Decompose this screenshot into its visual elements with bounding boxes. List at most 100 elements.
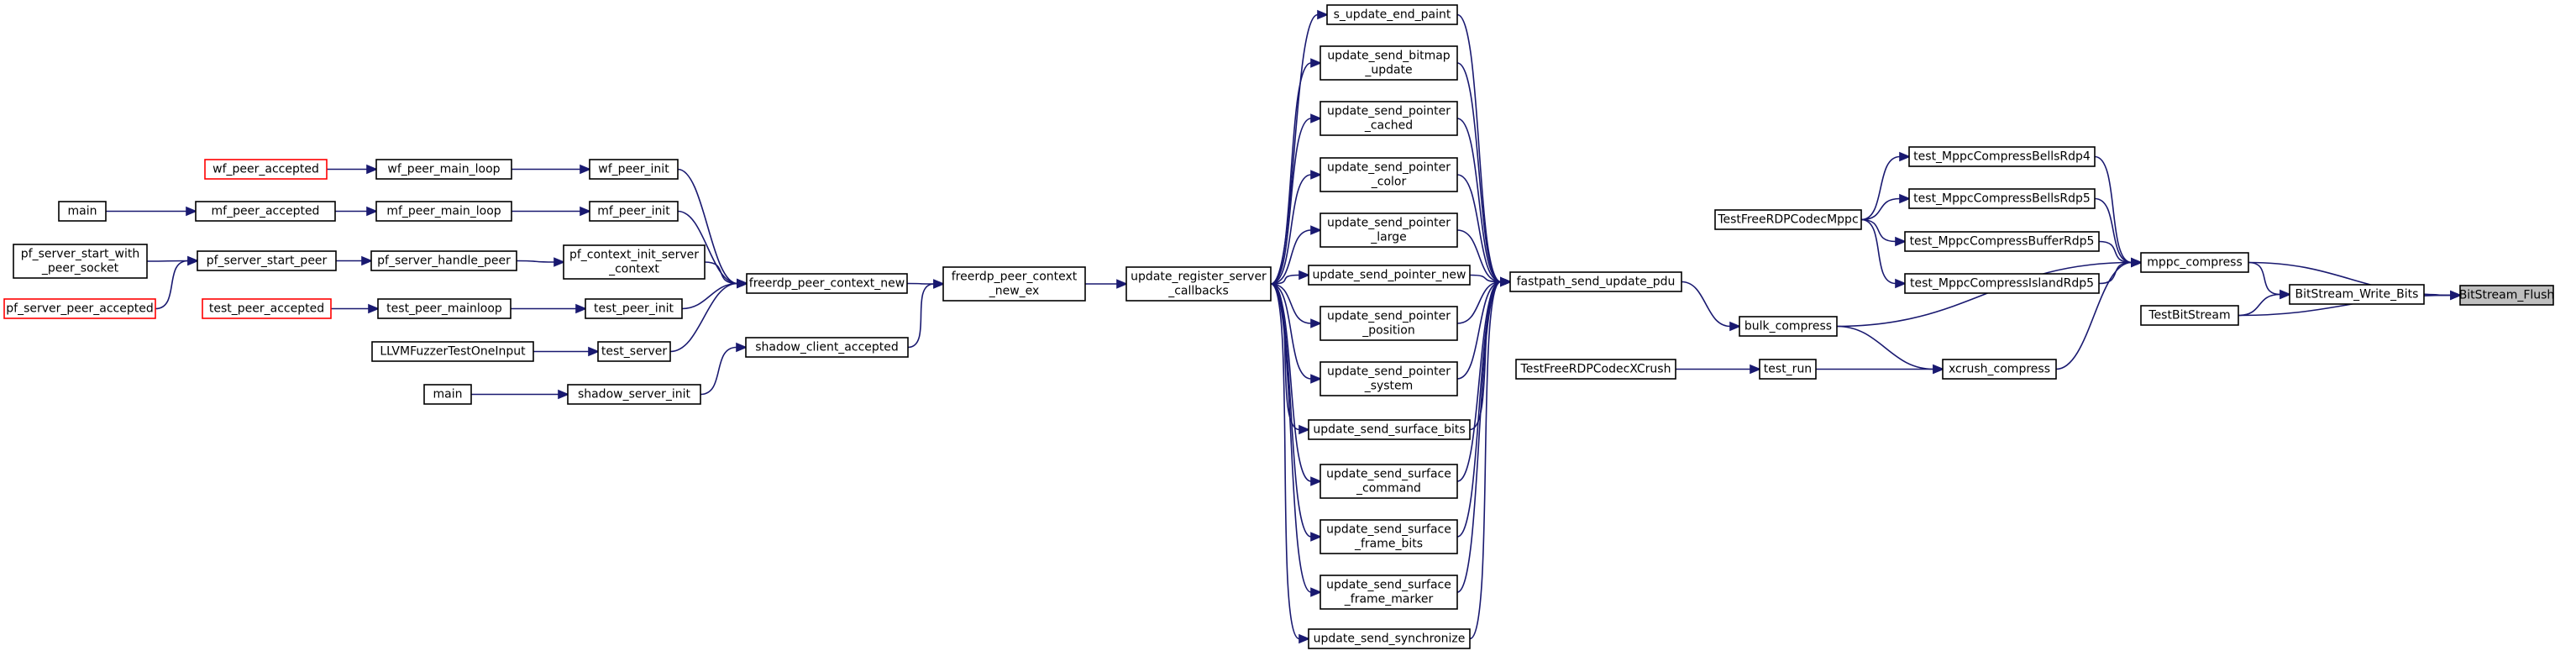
node-update_send_synchronize[interactable]: update_send_synchronize bbox=[1308, 628, 1471, 649]
node-llvmfuzzertestoneinput[interactable]: LLVMFuzzerTestOneInput bbox=[371, 341, 534, 362]
node-test_mppccompressbellsrdp4[interactable]: test_MppcCompressBellsRdp4 bbox=[1908, 146, 2096, 167]
node-bitstream_write_bits[interactable]: BitStream_Write_Bits bbox=[2289, 284, 2425, 305]
node-bitstream_flush[interactable]: BitStream_Flush bbox=[2459, 285, 2555, 306]
node-box-freerdp_peer_context_new[interactable] bbox=[746, 273, 908, 294]
node-box-pf_server_start_peer[interactable] bbox=[197, 250, 337, 271]
node-box-update_register_server_callbacks[interactable] bbox=[1125, 266, 1272, 302]
node-box-test_peer_mainloop[interactable] bbox=[377, 298, 512, 319]
node-update_send_pointer_system[interactable]: update_send_pointer_system bbox=[1319, 361, 1458, 396]
node-bulk_compress[interactable]: bulk_compress bbox=[1739, 316, 1838, 337]
node-box-fastpath_send_update_pdu[interactable] bbox=[1509, 271, 1682, 292]
node-box-test_peer_accepted[interactable] bbox=[202, 298, 332, 319]
node-box-update_send_pointer_system[interactable] bbox=[1319, 361, 1458, 396]
node-box-test_mppccompressislandrdp5[interactable] bbox=[1904, 273, 2100, 294]
node-update_send_pointer_large[interactable]: update_send_pointer_large bbox=[1319, 213, 1458, 248]
node-freerdp_peer_context_new[interactable]: freerdp_peer_context_new bbox=[746, 273, 908, 294]
node-pf_server_handle_peer[interactable]: pf_server_handle_peer bbox=[370, 250, 517, 271]
node-testbitstream[interactable]: TestBitStream bbox=[2140, 305, 2239, 326]
node-test_server[interactable]: test_server bbox=[597, 341, 671, 362]
node-test_mppccompressislandrdp5[interactable]: test_MppcCompressIslandRdp5 bbox=[1904, 273, 2100, 294]
node-box-main_mf[interactable] bbox=[58, 201, 107, 222]
node-test_peer_accepted[interactable]: test_peer_accepted bbox=[202, 298, 332, 319]
node-box-update_send_surface_frame_marker[interactable] bbox=[1319, 575, 1458, 610]
node-test_mppccompressbufferrdp5[interactable]: test_MppcCompressBufferRdp5 bbox=[1904, 231, 2100, 252]
node-wf_peer_init[interactable]: wf_peer_init bbox=[589, 159, 679, 180]
node-box-mf_peer_accepted[interactable] bbox=[195, 201, 336, 222]
node-update_send_surface_bits[interactable]: update_send_surface_bits bbox=[1308, 419, 1471, 440]
node-mf_peer_accepted[interactable]: mf_peer_accepted bbox=[195, 201, 336, 222]
node-box-mf_peer_init[interactable] bbox=[589, 201, 679, 222]
node-box-update_send_pointer_large[interactable] bbox=[1319, 213, 1458, 248]
node-box-shadow_client_accepted[interactable] bbox=[745, 337, 909, 358]
node-main_shadow[interactable]: main bbox=[423, 384, 472, 405]
node-box-test_mppccompressbufferrdp5[interactable] bbox=[1904, 231, 2100, 252]
node-box-pf_server_start_with_peer_socket[interactable] bbox=[13, 244, 148, 279]
node-update_send_surface_frame_marker[interactable]: update_send_surface_frame_marker bbox=[1319, 575, 1458, 610]
node-box-pf_server_peer_accepted[interactable] bbox=[3, 298, 156, 319]
node-update_send_bitmap_update[interactable]: update_send_bitmap_update bbox=[1319, 45, 1458, 81]
node-box-wf_peer_accepted[interactable] bbox=[204, 159, 328, 180]
node-mf_peer_init[interactable]: mf_peer_init bbox=[589, 201, 679, 222]
node-box-test_server[interactable] bbox=[597, 341, 671, 362]
node-update_send_pointer_new[interactable]: update_send_pointer_new bbox=[1308, 265, 1471, 286]
node-pf_server_start_peer[interactable]: pf_server_start_peer bbox=[197, 250, 337, 271]
node-box-update_send_pointer_cached[interactable] bbox=[1319, 101, 1458, 136]
node-shadow_client_accepted[interactable]: shadow_client_accepted bbox=[745, 337, 909, 358]
node-wf_peer_accepted[interactable]: wf_peer_accepted bbox=[204, 159, 328, 180]
node-mf_peer_main_loop[interactable]: mf_peer_main_loop bbox=[375, 201, 512, 222]
node-box-shadow_server_init[interactable] bbox=[567, 384, 701, 405]
node-xcrush_compress[interactable]: xcrush_compress bbox=[1942, 359, 2057, 380]
node-test_peer_init[interactable]: test_peer_init bbox=[585, 298, 683, 319]
node-update_register_server_callbacks[interactable]: update_register_server_callbacks bbox=[1125, 266, 1272, 302]
node-pf_server_peer_accepted[interactable]: pf_server_peer_accepted bbox=[3, 298, 156, 319]
node-testfreerdpcodecxcrush[interactable]: TestFreeRDPCodecXCrush bbox=[1515, 359, 1676, 380]
node-pf_server_start_with_peer_socket[interactable]: pf_server_start_with_peer_socket bbox=[13, 244, 148, 279]
node-box-testfreerdpcodecxcrush[interactable] bbox=[1515, 359, 1676, 380]
node-update_send_surface_frame_bits[interactable]: update_send_surface_frame_bits bbox=[1319, 519, 1458, 554]
node-box-test_mppccompressbellsrdp4[interactable] bbox=[1908, 146, 2096, 167]
node-test_run[interactable]: test_run bbox=[1759, 359, 1817, 380]
node-update_send_surface_command[interactable]: update_send_surface_command bbox=[1319, 464, 1458, 499]
node-box-bulk_compress[interactable] bbox=[1739, 316, 1838, 337]
node-box-test_mppccompressbellsrdp5[interactable] bbox=[1908, 188, 2096, 209]
node-box-update_send_pointer_color[interactable] bbox=[1319, 157, 1458, 192]
node-box-update_send_bitmap_update[interactable] bbox=[1319, 45, 1458, 81]
node-box-freerdp_peer_context_new_ex[interactable] bbox=[942, 266, 1086, 302]
node-box-update_send_surface_bits[interactable] bbox=[1308, 419, 1471, 440]
node-freerdp_peer_context_new_ex[interactable]: freerdp_peer_context_new_ex bbox=[942, 266, 1086, 302]
node-box-testbitstream[interactable] bbox=[2140, 305, 2239, 326]
node-box-update_send_surface_frame_bits[interactable] bbox=[1319, 519, 1458, 554]
node-box-bitstream_write_bits[interactable] bbox=[2289, 284, 2425, 305]
node-box-update_send_pointer_position[interactable] bbox=[1319, 306, 1458, 341]
node-pf_context_init_server_context[interactable]: pf_context_init_server_context bbox=[563, 244, 706, 280]
node-update_send_pointer_position[interactable]: update_send_pointer_position bbox=[1319, 306, 1458, 341]
node-box-wf_peer_main_loop[interactable] bbox=[375, 159, 512, 180]
node-s_update_end_paint[interactable]: s_update_end_paint bbox=[1326, 4, 1458, 25]
node-box-update_send_synchronize[interactable] bbox=[1308, 628, 1471, 649]
node-box-update_send_surface_command[interactable] bbox=[1319, 464, 1458, 499]
node-box-test_run[interactable] bbox=[1759, 359, 1817, 380]
node-box-mf_peer_main_loop[interactable] bbox=[375, 201, 512, 222]
node-fastpath_send_update_pdu[interactable]: fastpath_send_update_pdu bbox=[1509, 271, 1682, 292]
node-wf_peer_main_loop[interactable]: wf_peer_main_loop bbox=[375, 159, 512, 180]
node-box-test_peer_init[interactable] bbox=[585, 298, 683, 319]
node-main_mf[interactable]: main bbox=[58, 201, 107, 222]
node-box-wf_peer_init[interactable] bbox=[589, 159, 679, 180]
node-mppc_compress[interactable]: mppc_compress bbox=[2140, 252, 2249, 273]
node-update_send_pointer_cached[interactable]: update_send_pointer_cached bbox=[1319, 101, 1458, 136]
node-box-main_shadow[interactable] bbox=[423, 384, 472, 405]
node-box-pf_server_handle_peer[interactable] bbox=[370, 250, 517, 271]
node-test_peer_mainloop[interactable]: test_peer_mainloop bbox=[377, 298, 512, 319]
node-box-llvmfuzzertestoneinput[interactable] bbox=[371, 341, 534, 362]
node-box-bitstream_flush[interactable] bbox=[2459, 285, 2554, 306]
node-box-testfreerdpcodecmppc[interactable] bbox=[1714, 209, 1862, 230]
node-testfreerdpcodecmppc[interactable]: TestFreeRDPCodecMppc bbox=[1714, 209, 1862, 230]
node-box-pf_context_init_server_context[interactable] bbox=[563, 244, 706, 280]
node-box-s_update_end_paint[interactable] bbox=[1326, 4, 1458, 25]
node-shadow_server_init[interactable]: shadow_server_init bbox=[567, 384, 701, 405]
node-box-mppc_compress[interactable] bbox=[2140, 252, 2249, 273]
node-update_send_pointer_color[interactable]: update_send_pointer_color bbox=[1319, 157, 1458, 192]
node-box-xcrush_compress[interactable] bbox=[1942, 359, 2057, 380]
node-test_mppccompressbellsrdp5[interactable]: test_MppcCompressBellsRdp5 bbox=[1908, 188, 2096, 209]
node-box-update_send_pointer_new[interactable] bbox=[1308, 265, 1471, 286]
